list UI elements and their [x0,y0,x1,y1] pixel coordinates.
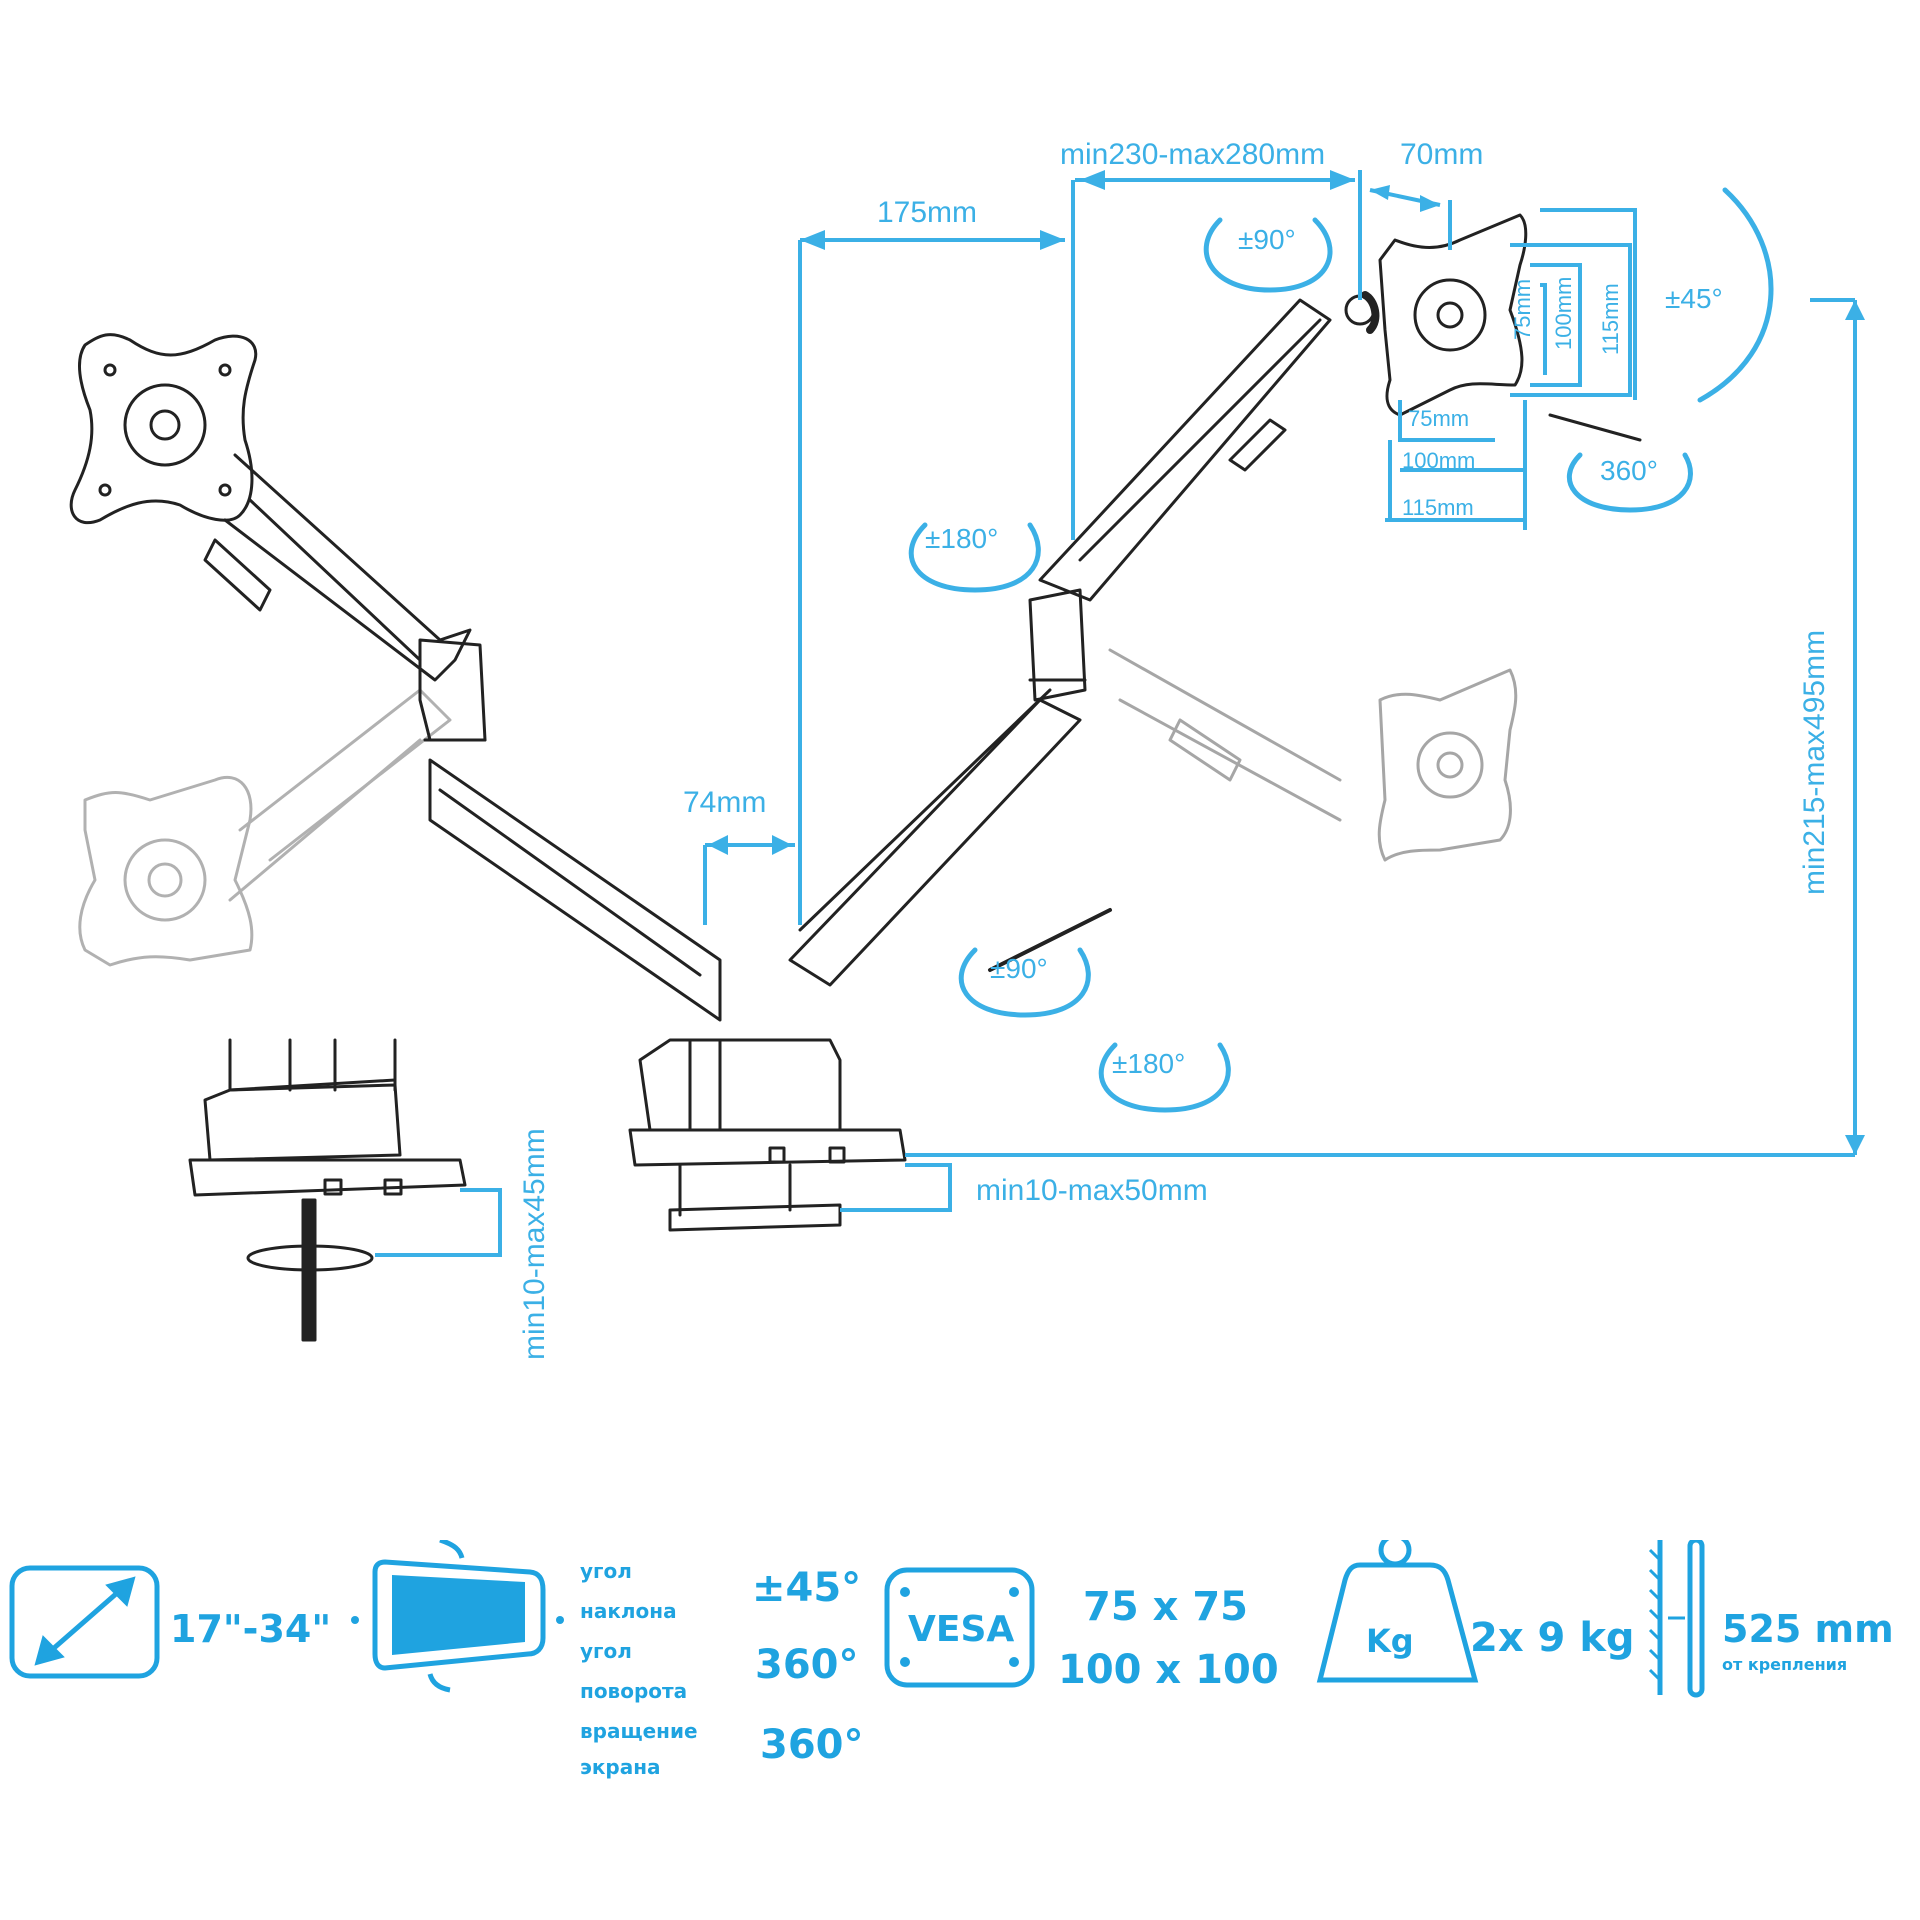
dim-arm-offset: 175mm [877,196,978,229]
dim-vesa-v-75: 75mm [1510,278,1535,340]
spec-tilt-label-2: наклона [580,1599,677,1623]
dim-arm-reach: min230-max280mm [1060,138,1326,171]
spec-rotate-value: 360° [760,1722,864,1768]
dim-vesa-h-100: 100mm [1402,448,1476,473]
rot-head-tilt: ±45° [1665,283,1723,314]
ghost-right-mount [1108,648,1518,862]
swivel-axis-line [988,908,1112,972]
spec-weight-value: 2x 9 kg [1470,1615,1635,1661]
rot-arc-head-tilt [1697,187,1774,403]
rot-elbow: ±180° [925,523,999,554]
spec-swivel-value: 360° [755,1642,859,1688]
monitor-tilt-icon [351,1540,564,1693]
rotation-axis-line [1548,413,1642,442]
rot-arc-head-swivel [1203,217,1333,293]
rot-base-rotation: ±180° [1112,1048,1186,1079]
spec-rotate-label-2: экрана [580,1755,661,1779]
rot-head-swivel: ±90° [1238,224,1296,255]
dim-vesa-v-100: 100mm [1551,276,1576,350]
dim-pole-gap: 74mm [683,786,767,819]
spec-screen-size: 17"-34" [170,1607,332,1651]
right-upper-arm [1038,298,1332,602]
left-lower-arm [428,758,722,1022]
spec-vesa-1: 75 x 75 [1083,1584,1248,1630]
dim-clamp-thickness: min10-max50mm [976,1174,1208,1207]
spec-reach-value: 525 mm [1722,1607,1894,1651]
rot-screen-rotation: 360° [1600,455,1658,486]
spec-rotate-label-1: вращение [580,1719,698,1743]
spec-vesa-2: 100 x 100 [1058,1647,1279,1693]
spec-icons [9,1540,1705,1698]
rot-base-swivel: ±90° [990,953,1048,984]
vesa-plate-icon [884,1567,1035,1688]
dim-grommet-thickness: min10-max45mm [518,1128,551,1360]
spec-weight-badge: Kg [1366,1622,1414,1660]
spec-swivel-label-2: поворота [580,1679,688,1703]
left-upper-arm [223,453,472,682]
rot-arc-elbow [908,522,1041,593]
clamp-base [628,1038,907,1232]
spec-vesa-badge: VESA [908,1609,1015,1650]
dim-vesa-v-115: 115mm [1598,283,1623,355]
right-vesa-plate [1344,213,1528,417]
spec-tilt-value: ±45° [752,1565,862,1611]
dim-vesa-h-75: 75mm [1408,406,1470,431]
diagonal-size-icon [9,1565,160,1679]
grommet-base [188,1038,467,1342]
dim-head-offset: 70mm [1400,138,1484,171]
rot-arc-base-rotation [1098,1042,1231,1113]
ghost-left-mount [78,688,452,967]
spec-swivel-label-1: угол [580,1639,632,1663]
dim-height-range: min215-max495mm [1798,629,1831,895]
wall-distance-icon [1648,1540,1705,1698]
rot-arc-screen [1567,452,1693,513]
left-vesa-plate [69,333,258,525]
rot-arc-base-swivel [958,947,1091,1018]
weight-icon [1316,1540,1479,1683]
right-lower-arm [788,698,1082,987]
spec-reach-note: от крепления [1722,1655,1848,1674]
spec-tilt-label-1: угол [580,1559,632,1583]
dim-vesa-h-115: 115mm [1402,495,1474,520]
